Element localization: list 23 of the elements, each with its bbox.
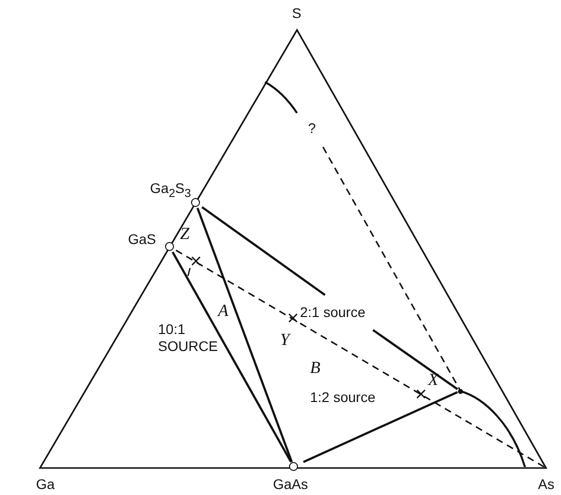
source-label: 10:1 SOURCE <box>158 321 219 355</box>
tie-line <box>302 391 458 463</box>
vertex-label: Ga <box>36 476 55 492</box>
tie-line <box>196 208 293 462</box>
compound-label: Ga$_{2}$S$_{3}$ <box>150 180 191 202</box>
tie-line <box>201 206 326 296</box>
region-letter: B <box>310 360 320 376</box>
source-label: 1:2 source <box>310 389 376 405</box>
junction-point <box>458 388 462 394</box>
tie-line <box>172 251 292 463</box>
region-letter: Z <box>180 226 190 242</box>
compound-label: GaS <box>128 231 156 247</box>
compound-label: GaAs <box>273 476 308 492</box>
vertex-label: As <box>538 476 554 492</box>
vertex-label: S <box>292 5 302 21</box>
question-mark: ? <box>308 120 316 136</box>
region-letter: A <box>218 303 228 319</box>
dashed-tie-line <box>176 250 546 469</box>
tie-line <box>372 329 458 390</box>
compound-point <box>150 180 202 208</box>
source-label: 2:1 source <box>300 304 366 320</box>
compound-point <box>128 231 176 252</box>
region-letter: Y <box>280 332 290 348</box>
